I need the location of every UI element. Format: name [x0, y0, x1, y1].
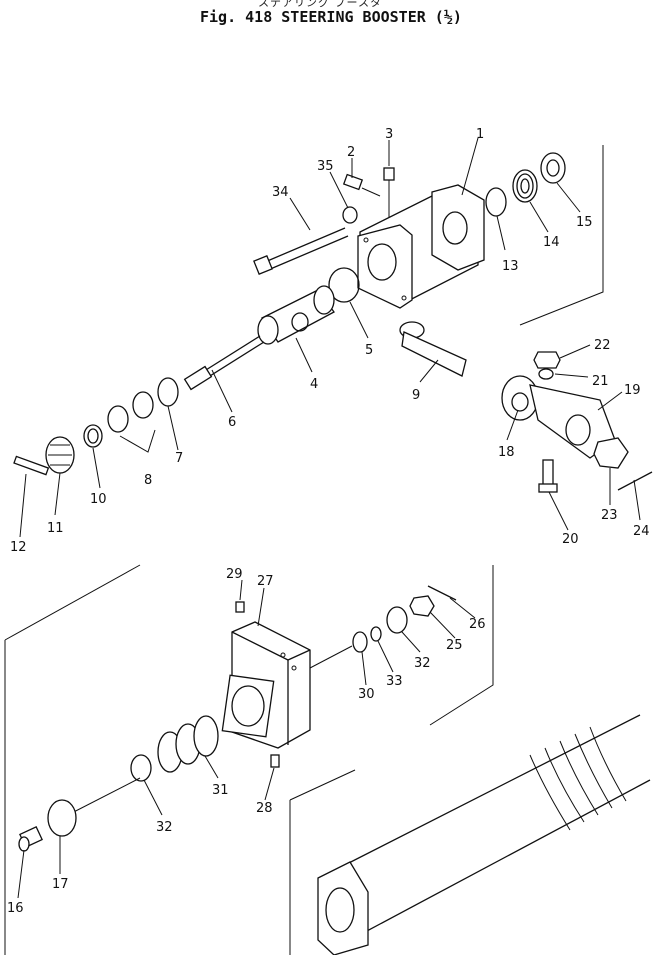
callout-29: 29	[226, 567, 243, 582]
cylinder-barrel	[317, 714, 651, 955]
callout-23: 23	[601, 508, 618, 523]
part-14-spring	[512, 169, 538, 203]
part-18-bushing	[511, 392, 529, 412]
part-17-washer	[47, 799, 77, 837]
callout-9: 9	[412, 388, 420, 403]
part-5-o-ring	[328, 267, 360, 303]
part-34-bolt	[253, 227, 349, 275]
callout-1: 1	[476, 127, 484, 142]
part-6-spool	[183, 335, 265, 391]
assembly-brackets	[4, 145, 604, 955]
callout-11: 11	[47, 521, 64, 536]
callout-30: 30	[358, 687, 375, 702]
part-30-bushing	[352, 631, 368, 653]
part-32-seal-lower	[130, 754, 152, 782]
callout-13: 13	[502, 259, 519, 274]
callout-labels: 1 2 3 4 5 6 7 8 9 10 11 12 13 14 15 16 1…	[7, 127, 650, 916]
part-22-nut	[533, 351, 561, 369]
callout-34: 34	[272, 185, 289, 200]
part-7-disc	[157, 377, 179, 407]
leader-lines	[17, 137, 641, 899]
callout-32-upper: 32	[414, 656, 431, 671]
part-13-washer	[485, 187, 507, 217]
part-8-disc-set	[107, 391, 156, 453]
callout-4: 4	[310, 377, 318, 392]
part-9-stud	[399, 321, 467, 377]
part-2-screw	[342, 173, 381, 197]
callout-24: 24	[633, 524, 650, 539]
part-33-ring	[370, 626, 382, 642]
callout-3: 3	[385, 127, 393, 142]
callout-35: 35	[317, 159, 334, 174]
part-4-sleeve	[257, 285, 335, 345]
callout-25: 25	[446, 638, 463, 653]
part-23-castle-nut	[593, 437, 629, 469]
callout-6: 6	[228, 415, 236, 430]
part-31-spool	[157, 715, 219, 773]
part-28-plug	[270, 754, 280, 768]
part-21-washer	[538, 368, 554, 380]
figure-title: Fig. 418 STEERING BOOSTER (½)	[200, 8, 462, 26]
callout-26: 26	[469, 617, 486, 632]
callout-27: 27	[257, 574, 274, 589]
callout-32-lower: 32	[156, 820, 173, 835]
callout-28: 28	[256, 801, 273, 816]
part-24-cotter-pin	[617, 471, 653, 491]
callout-8: 8	[144, 473, 152, 488]
part-25-nut	[409, 595, 435, 617]
part-10-spring	[83, 424, 103, 448]
callout-10: 10	[90, 492, 107, 507]
callout-21: 21	[592, 374, 609, 389]
part-11-plug	[45, 436, 75, 474]
callout-31: 31	[212, 783, 229, 798]
callout-2: 2	[347, 145, 355, 160]
callout-17: 17	[52, 877, 69, 892]
callout-22: 22	[594, 338, 611, 353]
japanese-title: ステアリング ブースタ	[258, 0, 382, 9]
callout-15: 15	[576, 215, 593, 230]
part-1-valve-body	[357, 184, 485, 309]
callout-20: 20	[562, 532, 579, 547]
callout-14: 14	[543, 235, 560, 250]
part-26-pin	[427, 585, 457, 601]
part-29-plug	[235, 601, 245, 613]
callout-12: 12	[10, 540, 27, 555]
part-32-seal-upper	[386, 606, 408, 634]
part-12-pin	[13, 455, 50, 476]
part-27-control-body	[221, 621, 311, 749]
part-15-cap	[540, 152, 566, 184]
callout-19: 19	[624, 383, 641, 398]
callout-7: 7	[175, 451, 183, 466]
callout-5: 5	[365, 343, 373, 358]
callout-33: 33	[386, 674, 403, 689]
callout-16: 16	[7, 901, 24, 916]
part-16-fitting	[18, 825, 43, 852]
part-35-washer	[342, 206, 358, 224]
callout-18: 18	[498, 445, 515, 460]
part-20-bolt	[538, 459, 558, 493]
